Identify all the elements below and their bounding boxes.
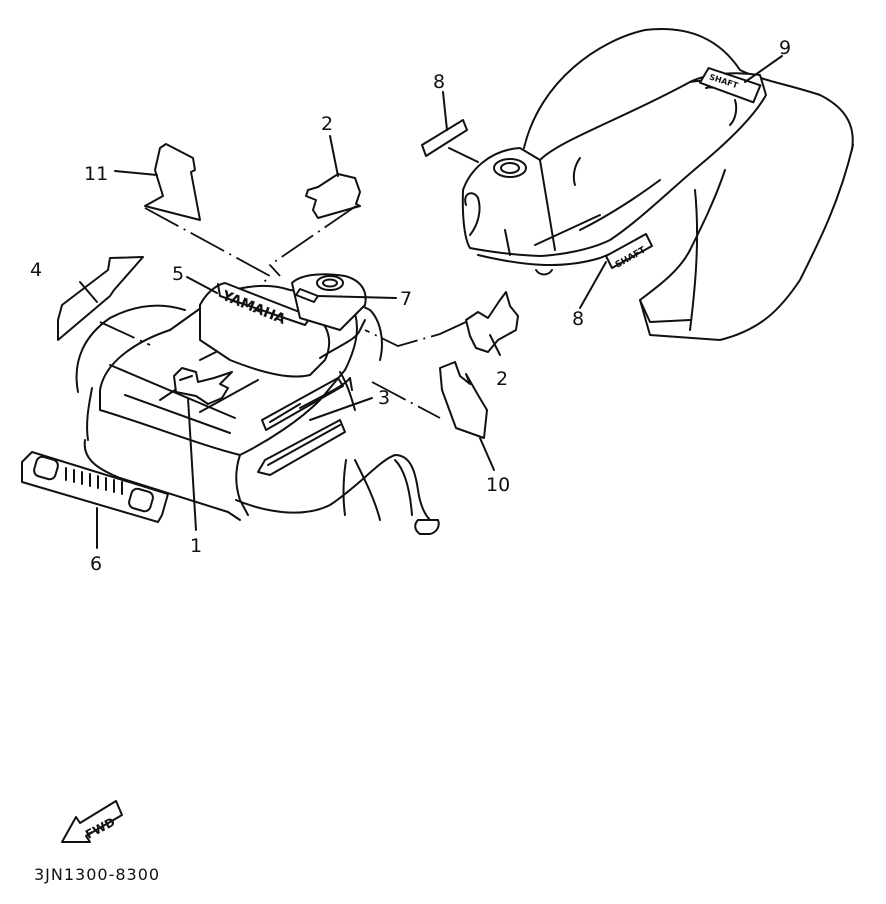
callout-7: 7 bbox=[400, 288, 412, 310]
callout-1: 1 bbox=[190, 535, 202, 557]
graphic-10 bbox=[439, 361, 488, 439]
leader-8-to-seat bbox=[448, 147, 479, 163]
emblem-6-grill bbox=[21, 451, 169, 523]
graphic-11 bbox=[144, 143, 201, 221]
callout-2-side: 2 bbox=[496, 368, 508, 390]
callout-3: 3 bbox=[378, 387, 390, 409]
loose-label-8 bbox=[421, 119, 468, 157]
emblem-9: SHAFT bbox=[698, 67, 762, 104]
fwd-arrow-icon: FWD bbox=[61, 800, 123, 843]
callout-5: 5 bbox=[172, 263, 184, 285]
callout-11: 11 bbox=[84, 163, 108, 185]
emblem-3-side-stripe bbox=[261, 377, 344, 431]
callout-9: 9 bbox=[779, 37, 791, 59]
callout-6: 6 bbox=[90, 553, 102, 575]
tank-label-7 bbox=[295, 288, 319, 303]
emblem-2-loose bbox=[305, 173, 361, 219]
emblem-8-shaft: SHAFT bbox=[605, 233, 653, 271]
callouts: 1 2 2 3 4 5 6 7 8 8 9 10 11 bbox=[30, 37, 791, 575]
part-code: 3JN1300-8300 bbox=[34, 865, 160, 884]
rear-fender bbox=[510, 28, 854, 341]
emblem-1-4x4 bbox=[173, 367, 233, 405]
callout-4: 4 bbox=[30, 259, 42, 281]
callout-2-top: 2 bbox=[321, 113, 333, 135]
emblem-2-side bbox=[465, 291, 519, 353]
callout-10: 10 bbox=[486, 474, 510, 496]
callout-8-top: 8 bbox=[433, 71, 445, 93]
callout-8-bottom: 8 bbox=[572, 308, 584, 330]
graphic-4 bbox=[57, 256, 144, 341]
rear-seat-body bbox=[461, 72, 767, 276]
leader-lines bbox=[79, 55, 783, 549]
